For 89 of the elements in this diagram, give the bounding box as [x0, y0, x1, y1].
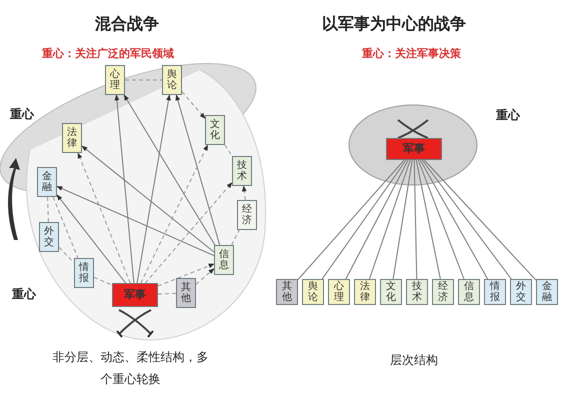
arrow: [56, 194, 126, 284]
center-label: 重心: [12, 286, 36, 303]
arrow: [144, 182, 232, 284]
arrow: [136, 94, 171, 284]
node-label: 外交: [44, 226, 54, 248]
node-label: 其他: [181, 282, 191, 304]
connector-line: [345, 160, 409, 280]
node-label: 经济: [242, 204, 252, 226]
arrow: [182, 91, 206, 119]
connector-line: [298, 160, 405, 280]
node-label: 外交: [516, 281, 526, 303]
node-label: 法律: [67, 127, 77, 149]
node-label: 军事: [403, 142, 425, 156]
connector-line: [52, 196, 78, 258]
node-label: 舆论: [308, 281, 318, 303]
node-box: [302, 279, 324, 305]
connector-line: [322, 160, 407, 280]
connector-line: [422, 160, 512, 280]
node-box: [536, 279, 558, 305]
node-box: [237, 200, 257, 230]
connector-line: [94, 276, 112, 286]
subtitle: 重心：关注军事决策: [362, 46, 461, 61]
connector-line: [416, 160, 441, 280]
arrow: [124, 94, 216, 246]
node-box: [62, 123, 82, 153]
node-box: [232, 156, 252, 186]
connector-line: [424, 160, 536, 281]
node-label: 其他: [282, 281, 292, 303]
node-label: 心理: [334, 281, 344, 303]
node-box: [386, 138, 442, 160]
connector-line: [224, 144, 233, 156]
node-box: [205, 115, 225, 145]
node-label: 舆论: [167, 69, 177, 91]
node-label: 情报: [490, 281, 500, 303]
node-box: [112, 283, 158, 307]
arrow: [82, 146, 214, 252]
arrow: [158, 263, 215, 286]
node-label: 金融: [42, 171, 52, 193]
center-label: 重心: [496, 107, 520, 124]
arrow: [140, 144, 208, 284]
connector-line: [231, 230, 240, 246]
panel-title: 以军事为中心的战争: [322, 14, 466, 35]
node-label: 金融: [542, 281, 552, 303]
node-box: [484, 279, 506, 305]
caption: 非分层、动态、柔性结构，多个重心轮换: [52, 349, 210, 388]
connector-line: [414, 160, 418, 280]
node-box: [432, 279, 454, 305]
node-box: [162, 65, 182, 95]
connector-line: [420, 160, 488, 280]
connector-line: [392, 160, 413, 280]
node-label: 法律: [360, 281, 370, 303]
subtitle: 重心：关注广泛的军民领域: [42, 46, 174, 61]
node-label: 技术: [237, 160, 247, 182]
node-label: 文化: [210, 119, 220, 141]
node-box: [214, 245, 234, 275]
node-box: [354, 279, 376, 305]
caption: 层次结构: [390, 352, 438, 369]
node-label: 情报: [79, 262, 89, 284]
node-label: 军事: [124, 288, 146, 302]
node-label: 心理: [110, 69, 120, 91]
node-box: [74, 258, 94, 288]
node-label: 经济: [438, 281, 448, 303]
connector-line: [368, 160, 411, 280]
node-box: [510, 279, 532, 305]
node-box: [328, 279, 350, 305]
connector-line: [47, 196, 49, 222]
center-label: 重心: [10, 106, 34, 123]
node-label: 信息: [464, 281, 474, 303]
node-box: [380, 279, 402, 305]
node-box: [37, 167, 57, 197]
node-label: 信息: [219, 249, 229, 271]
node-box: [105, 65, 125, 95]
panel-title: 混合战争: [95, 14, 159, 35]
node-box: [39, 222, 59, 252]
arrow: [242, 185, 247, 200]
node-box: [458, 279, 480, 305]
connector-line: [58, 246, 74, 264]
node-label: 文化: [386, 281, 396, 303]
arrow: [56, 186, 214, 256]
node-label: 技术: [412, 281, 422, 303]
node-box: [276, 279, 298, 305]
node-box: [406, 279, 428, 305]
arrow: [176, 94, 220, 246]
node-box: [176, 278, 196, 308]
arrow: [196, 268, 214, 285]
arrow: [78, 152, 131, 284]
arrow: [114, 94, 134, 284]
connector-line: [158, 292, 176, 295]
connector-line: [418, 160, 464, 280]
